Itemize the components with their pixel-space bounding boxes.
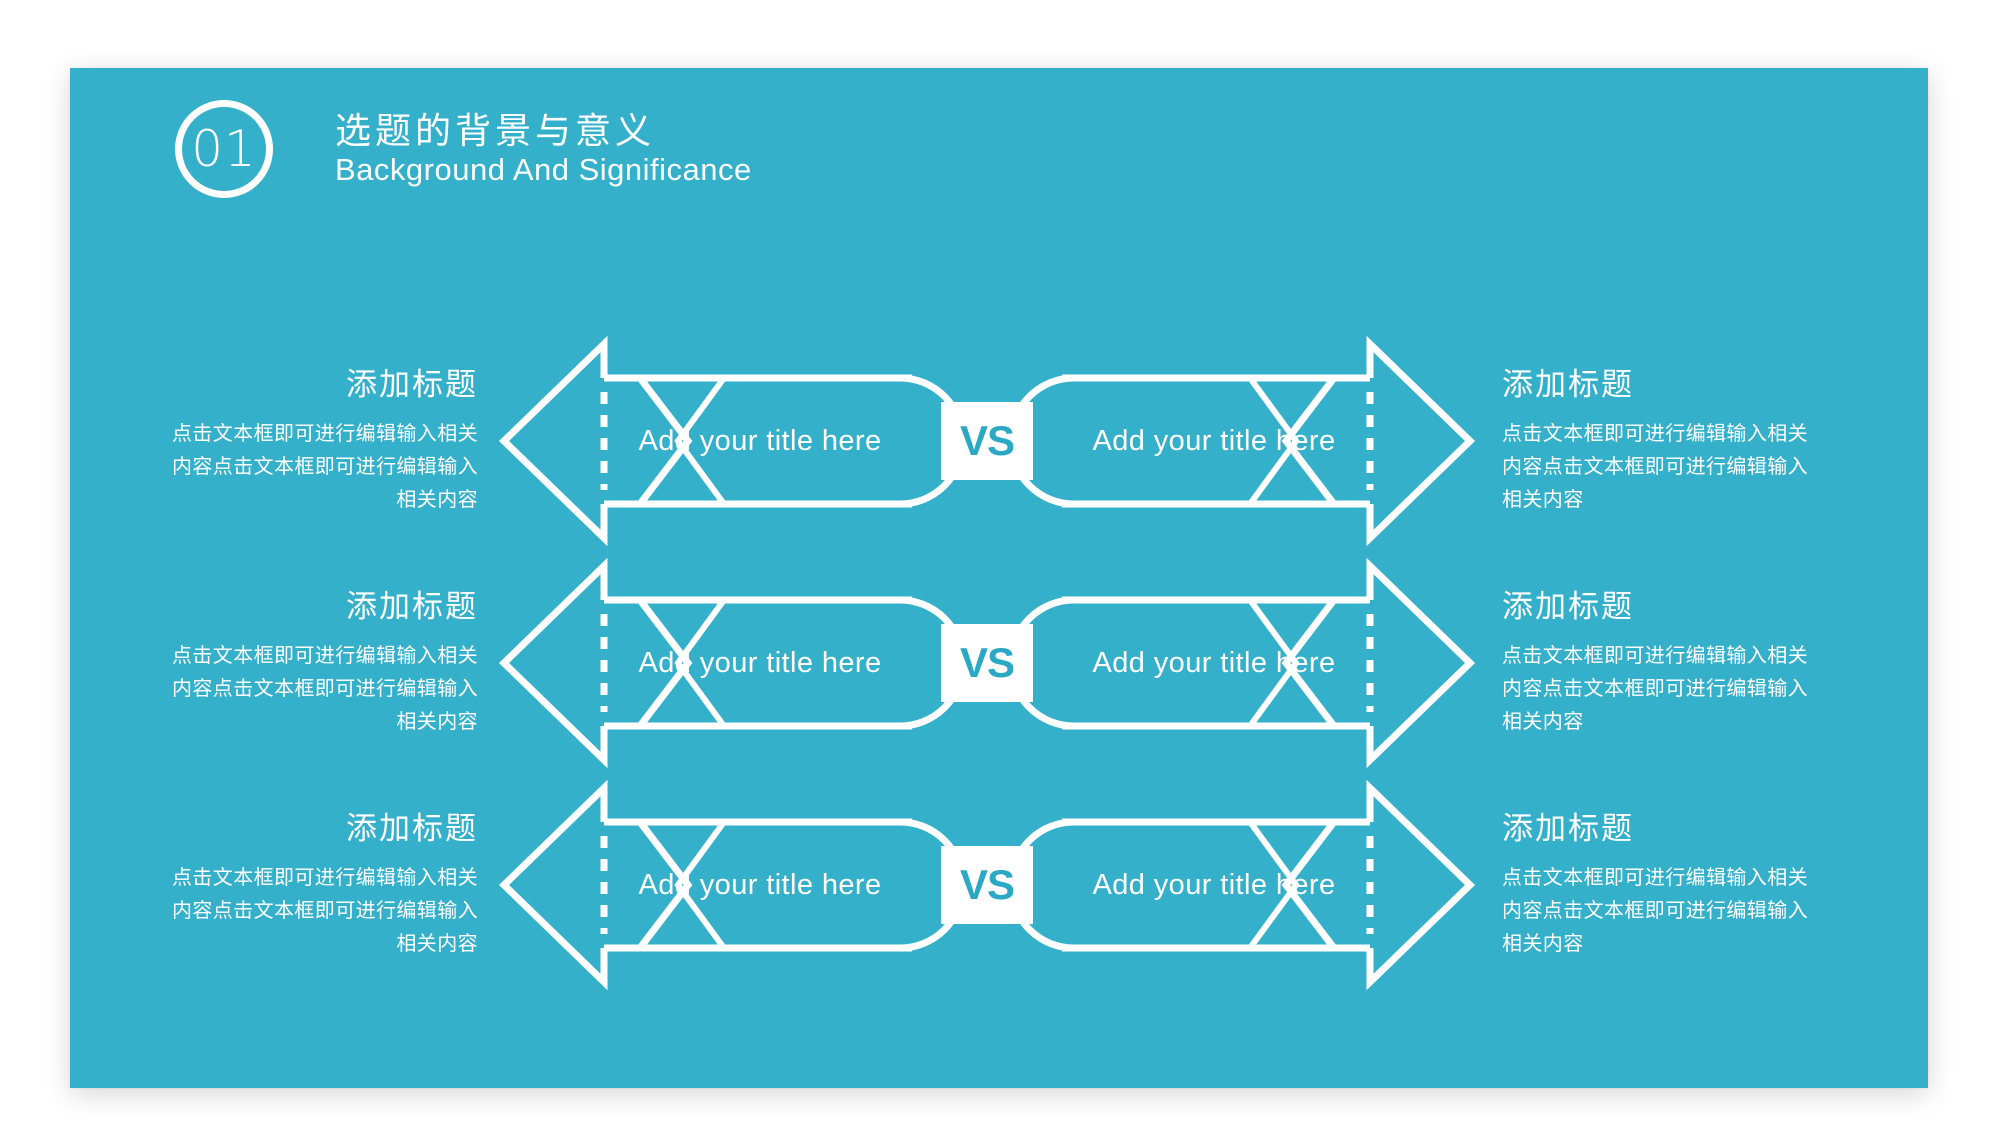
left-capsule <box>632 374 967 508</box>
row-left-title: 添加标题 <box>346 810 478 846</box>
row-right-text: 添加标题 点击文本框即可进行编辑输入相关内容点击文本框即可进行编辑输入相关内容 <box>1496 588 1826 739</box>
row-graphic: Add your title here Add your title here … <box>492 330 1482 552</box>
row-right-body: 点击文本框即可进行编辑输入相关内容点击文本框即可进行编辑输入相关内容 <box>1502 644 1808 733</box>
vs-label: VS <box>959 417 1015 464</box>
right-capsule <box>1007 374 1342 508</box>
right-capsule-chevron <box>1247 376 1300 506</box>
comparison-row: 添加标题 点击文本框即可进行编辑输入相关内容点击文本框即可进行编辑输入相关内容 <box>70 330 1928 552</box>
row-left-title: 添加标题 <box>346 366 478 402</box>
right-capsule <box>1007 596 1342 730</box>
left-arrow-outline <box>498 335 912 547</box>
left-arrow-outline <box>498 557 912 769</box>
row-left-body: 点击文本框即可进行编辑输入相关内容点击文本框即可进行编辑输入相关内容 <box>172 866 478 955</box>
row-left-text: 添加标题 点击文本框即可进行编辑输入相关内容点击文本框即可进行编辑输入相关内容 <box>152 588 482 739</box>
row-right-title: 添加标题 <box>1502 810 1634 846</box>
row-left-body: 点击文本框即可进行编辑输入相关内容点击文本框即可进行编辑输入相关内容 <box>172 422 478 511</box>
comparison-row: 添加标题 点击文本框即可进行编辑输入相关内容点击文本框即可进行编辑输入相关内容 <box>70 552 1928 774</box>
section-number: 01 <box>191 120 257 178</box>
right-arrow-outline <box>1062 557 1476 769</box>
right-capsule-chevron <box>1247 820 1300 950</box>
comparison-rows: 添加标题 点击文本框即可进行编辑输入相关内容点击文本框即可进行编辑输入相关内容 <box>70 330 1928 996</box>
row-right-body: 点击文本框即可进行编辑输入相关内容点击文本框即可进行编辑输入相关内容 <box>1502 422 1808 511</box>
left-arrow-outline <box>498 779 912 991</box>
vs-label: VS <box>959 861 1015 908</box>
row-right-body: 点击文本框即可进行编辑输入相关内容点击文本框即可进行编辑输入相关内容 <box>1502 866 1808 955</box>
right-capsule <box>1007 818 1342 952</box>
left-capsule <box>632 596 967 730</box>
row-right-title: 添加标题 <box>1502 366 1634 402</box>
row-graphic: Add your title here Add your title here … <box>492 552 1482 774</box>
right-arrow-outline <box>1062 335 1476 547</box>
slide-canvas: 01 选题的背景与意义 Background And Significance … <box>70 68 1928 1088</box>
row-right-text: 添加标题 点击文本框即可进行编辑输入相关内容点击文本框即可进行编辑输入相关内容 <box>1496 366 1826 517</box>
section-number-badge: 01 <box>175 100 273 198</box>
arrow-diagram <box>498 335 1476 547</box>
left-capsule <box>632 818 967 952</box>
row-graphic: Add your title here Add your title here … <box>492 774 1482 996</box>
right-arrow-outline <box>1062 779 1476 991</box>
comparison-row: 添加标题 点击文本框即可进行编辑输入相关内容点击文本框即可进行编辑输入相关内容 <box>70 774 1928 996</box>
page-subtitle: Background And Significance <box>335 152 752 187</box>
right-capsule-chevron <box>1247 598 1300 728</box>
vs-badge: VS <box>941 402 1033 480</box>
row-left-body: 点击文本框即可进行编辑输入相关内容点击文本框即可进行编辑输入相关内容 <box>172 644 478 733</box>
left-capsule-chevron <box>674 598 727 728</box>
slide-header: 01 选题的背景与意义 Background And Significance <box>175 100 752 198</box>
vs-label: VS <box>959 639 1015 686</box>
left-capsule-chevron <box>674 376 727 506</box>
header-text-group: 选题的背景与意义 Background And Significance <box>335 110 752 188</box>
arrow-diagram <box>498 557 1476 769</box>
vs-badge: VS <box>941 624 1033 702</box>
row-left-text: 添加标题 点击文本框即可进行编辑输入相关内容点击文本框即可进行编辑输入相关内容 <box>152 810 482 961</box>
left-capsule-chevron <box>674 820 727 950</box>
vs-badge: VS <box>941 846 1033 924</box>
row-right-text: 添加标题 点击文本框即可进行编辑输入相关内容点击文本框即可进行编辑输入相关内容 <box>1496 810 1826 961</box>
row-right-title: 添加标题 <box>1502 588 1634 624</box>
row-left-title: 添加标题 <box>346 588 478 624</box>
row-left-text: 添加标题 点击文本框即可进行编辑输入相关内容点击文本框即可进行编辑输入相关内容 <box>152 366 482 517</box>
page-title: 选题的背景与意义 <box>335 110 656 151</box>
